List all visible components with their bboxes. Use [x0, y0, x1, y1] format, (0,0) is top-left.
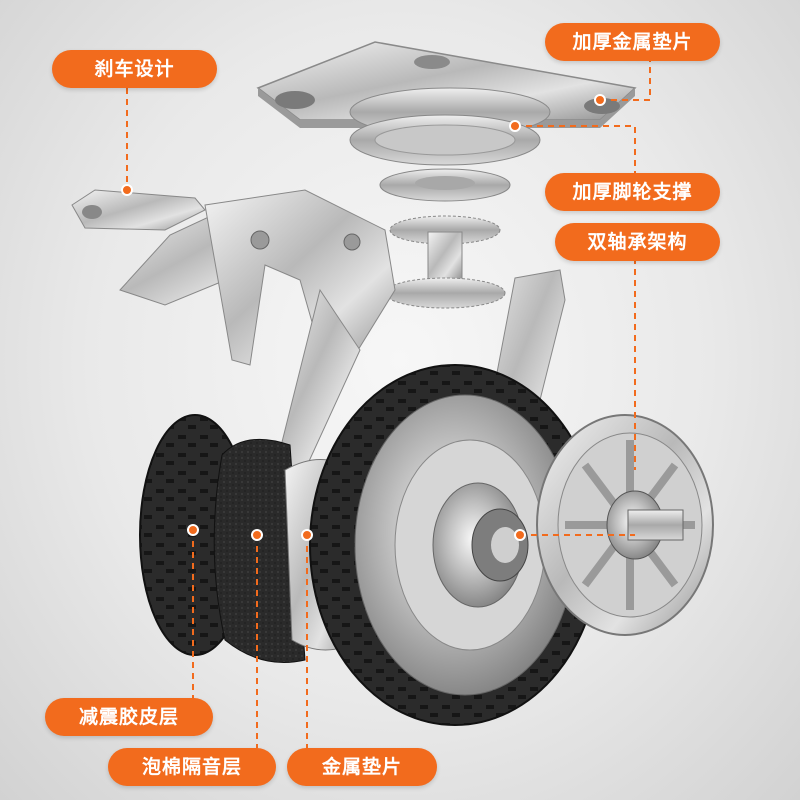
foam-layer [213, 438, 306, 663]
leader-dots [121, 94, 606, 541]
bearing-race-rings [349, 114, 541, 309]
label-thick-caster-support: 加厚脚轮支撑 [545, 173, 720, 211]
leader-lines [126, 55, 651, 748]
brake-assembly [71, 189, 396, 471]
leader-dot-gasket-top [594, 94, 606, 106]
leader-dot-brake [121, 184, 133, 196]
label-metal-gasket: 金属垫片 [287, 748, 437, 786]
label-dual-bearing-frame: 双轴承架构 [555, 223, 720, 261]
label-brake-design: 刹车设计 [52, 50, 217, 88]
leader-dot-metal [301, 529, 313, 541]
leader-dot-support [509, 120, 521, 132]
spoked-hub-cap [536, 414, 714, 636]
leader-dot-rubber [187, 524, 199, 536]
label-thick-metal-gasket: 加厚金属垫片 [545, 23, 720, 61]
leader-dot-foam [251, 529, 263, 541]
main-wheel [309, 364, 601, 726]
label-foam-sound-insulation: 泡棉隔音层 [108, 748, 276, 786]
label-shock-rubber-layer: 减震胶皮层 [45, 698, 213, 736]
leader-dot-bearing [514, 529, 526, 541]
